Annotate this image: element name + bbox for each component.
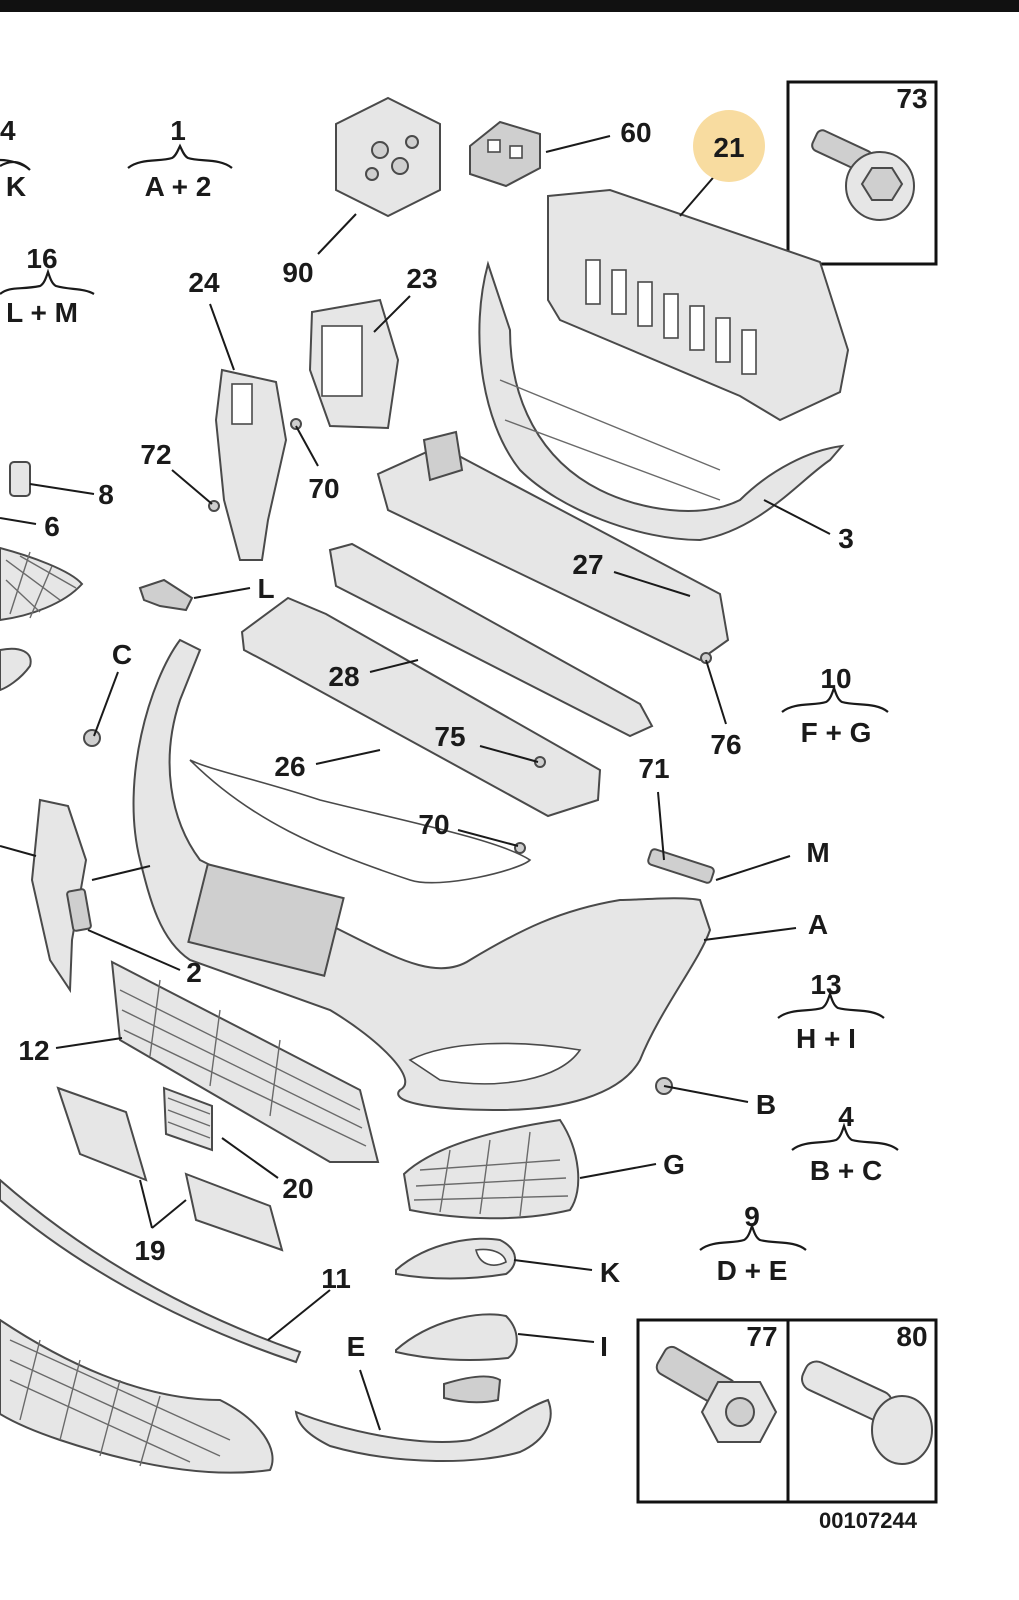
callout-77: 77 <box>746 1321 777 1352</box>
bracket-60 <box>469 120 541 188</box>
callout-24: 24 <box>188 267 220 298</box>
bumper-cover-A <box>132 638 712 1112</box>
absorber-28 <box>328 542 654 738</box>
callout-11: 11 <box>321 1263 351 1294</box>
grille-frame-3 <box>478 260 845 542</box>
callout-L: L <box>257 573 274 604</box>
callout-71: 71 <box>638 753 669 784</box>
trim-19-left <box>56 1086 148 1182</box>
side-grille-6 <box>0 546 84 622</box>
bolt-77 <box>655 1345 778 1443</box>
clip-C <box>83 729 101 747</box>
callout-A: A <box>808 909 828 940</box>
callout-75: 75 <box>434 721 465 752</box>
callout-27: 27 <box>572 549 603 580</box>
side-deflector-left <box>30 798 88 994</box>
callout-C: C <box>112 639 132 670</box>
push-pin-80 <box>801 1360 933 1465</box>
highlight-circle <box>693 110 765 182</box>
trim-K <box>395 1237 516 1280</box>
clip-8 <box>9 461 31 497</box>
callout-76: 76 <box>710 729 741 760</box>
callout-E: E <box>347 1331 366 1362</box>
upper-grille-support-21 <box>547 188 850 422</box>
callout-20: 20 <box>282 1173 313 1204</box>
lower-reinforcement-26 <box>240 596 602 818</box>
callout-90: 90 <box>282 257 313 288</box>
callout-labels: 4 1 16 90 60 21 73 24 23 72 8 6 70 3 27 … <box>0 83 928 1362</box>
leader-lines <box>0 135 831 1431</box>
left-trim-piece <box>0 647 32 692</box>
duct-23 <box>308 298 400 430</box>
screw-70-upper <box>290 418 302 430</box>
callout-10: 10 <box>820 663 851 694</box>
bolt-73 <box>811 129 915 221</box>
callout-9: 9 <box>744 1201 760 1232</box>
callout-26: 26 <box>274 751 305 782</box>
callout-72: 72 <box>140 439 171 470</box>
callout-23: 23 <box>406 263 437 294</box>
top-edge-bar <box>0 0 1019 12</box>
callout-4: 4 <box>838 1101 854 1132</box>
skid-plate <box>0 1318 274 1474</box>
callout-21: 21 <box>713 132 744 163</box>
callout-6: 6 <box>44 511 60 542</box>
kit-label-L-M: L + M <box>6 297 78 328</box>
bumper-beam-27 <box>376 430 730 662</box>
clip-L <box>138 578 194 612</box>
kit-label-H-I: H + I <box>796 1023 856 1054</box>
bracket-M <box>647 848 715 884</box>
callout-3: 3 <box>838 523 854 554</box>
kit-label-D-E: D + E <box>717 1255 788 1286</box>
bracket-2 <box>66 888 92 932</box>
callout-K: K <box>600 1257 620 1288</box>
callout-I: I <box>600 1331 608 1362</box>
kit-label-K: K <box>6 171 26 202</box>
callout-73: 73 <box>896 83 927 114</box>
clip-set-90 <box>335 96 441 218</box>
callout-G: G <box>663 1149 685 1180</box>
kit-label-B-C: B + C <box>810 1155 882 1186</box>
kit-label-F-G: F + G <box>801 717 872 748</box>
trim-I <box>395 1313 518 1361</box>
callout-B: B <box>756 1089 776 1120</box>
lower-grille-12 <box>110 960 380 1163</box>
side-bracket-24 <box>214 368 288 561</box>
lower-strip-11 <box>0 1178 302 1364</box>
screw-70-lower <box>514 842 526 854</box>
callout-80: 80 <box>896 1321 927 1352</box>
trim-19-right <box>184 1172 284 1252</box>
lip-spoiler-E <box>294 1375 552 1462</box>
fastener-box-73 <box>786 80 938 266</box>
kit-labels: K A + 2 L + M F + G H + I B + C D + E <box>6 171 882 1286</box>
fog-lamp-housing-G <box>402 1118 580 1220</box>
callout-16: 16 <box>26 243 57 274</box>
callout-4-top: 4 <box>0 115 16 146</box>
callout-13: 13 <box>810 969 841 1000</box>
kit-label-A-2: A + 2 <box>145 171 212 202</box>
callout-12: 12 <box>18 1035 49 1066</box>
callout-2: 2 <box>186 957 202 988</box>
callout-19: 19 <box>134 1235 165 1266</box>
kit-braces <box>0 143 899 1251</box>
diagram-number: 00107244 <box>819 1508 918 1533</box>
callout-70-lower: 70 <box>418 809 449 840</box>
callout-M: M <box>806 837 829 868</box>
callout-8: 8 <box>98 479 114 510</box>
callout-28: 28 <box>328 661 359 692</box>
callout-60: 60 <box>620 117 651 148</box>
grille-insert-20 <box>162 1086 213 1152</box>
callout-1: 1 <box>170 115 186 146</box>
callout-70-upper: 70 <box>308 473 339 504</box>
